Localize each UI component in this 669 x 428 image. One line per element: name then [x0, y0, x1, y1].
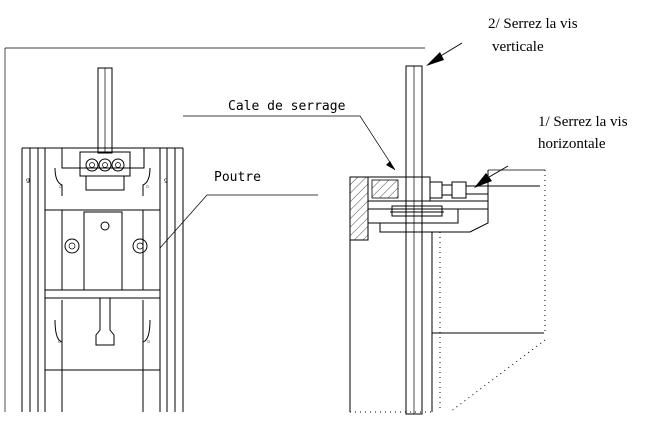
beam-callout: Poutre	[159, 170, 318, 249]
front-view-assembly: ◦ ◦ ◦ ◦	[21, 67, 184, 412]
side-view-assembly	[349, 65, 546, 415]
hatched-wall	[349, 176, 369, 241]
beam-label: Poutre	[214, 170, 261, 185]
svg-text:◦: ◦	[146, 338, 151, 348]
bolt-left	[64, 238, 80, 254]
step1-arrowhead	[474, 173, 492, 188]
step2-arrowhead	[426, 52, 444, 66]
horizontal-screw	[429, 181, 540, 199]
outer-rail-right	[159, 148, 184, 412]
step2-label-line2: verticale	[492, 39, 544, 55]
outer-rail-left	[21, 148, 46, 412]
step2-label-line1: 2/ Serrez la vis	[488, 16, 578, 32]
step1-callout: 1/ Serrez la vis horizontale	[474, 114, 628, 188]
clamp-wedge-label: Cale de serrage	[228, 99, 346, 114]
step2-callout: 2/ Serrez la vis verticale	[426, 16, 578, 66]
step1-label-line1: 1/ Serrez la vis	[538, 114, 628, 130]
svg-text:◦: ◦	[57, 338, 62, 348]
svg-text:◦: ◦	[145, 183, 150, 193]
step1-label-line2: horizontale	[538, 136, 606, 152]
clamp-block	[367, 170, 489, 233]
clamp-wedge-callout: Cale de serrage	[183, 99, 396, 171]
svg-text:◦: ◦	[58, 183, 63, 193]
clamp-head: ◦ ◦	[54, 147, 151, 196]
svg-text:ᵍ: ᵍ	[164, 177, 168, 188]
svg-text:ᵍ: ᵍ	[26, 177, 30, 188]
beam-section: ◦ ◦	[45, 209, 160, 412]
bolt-right	[132, 238, 148, 254]
drawing-frame	[4, 47, 425, 412]
